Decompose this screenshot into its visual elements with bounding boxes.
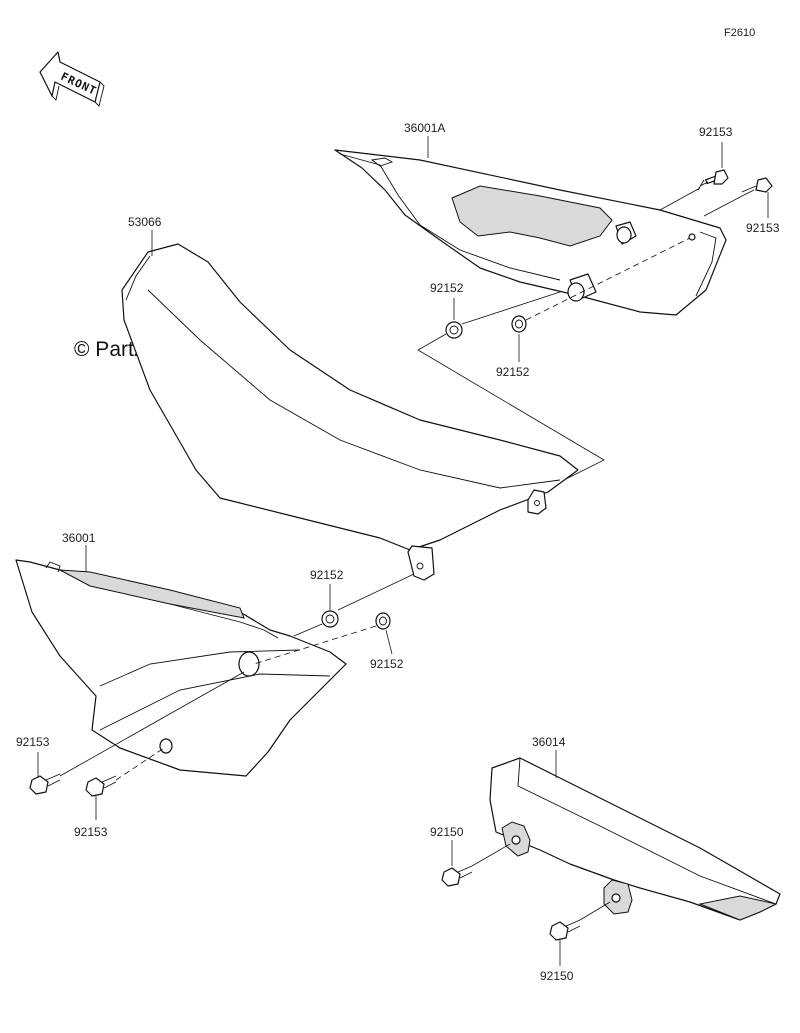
grommet-icon (445, 321, 463, 339)
bolt-icon (741, 177, 773, 197)
part-number-bolt-left-a: 92153 (16, 735, 50, 749)
bolt-icon (29, 773, 61, 795)
part-number-bolt-top: 92153 (699, 125, 733, 139)
part-number-chain-bolt-a: 92150 (430, 825, 464, 839)
bolt-icon (697, 169, 729, 191)
part-number-grommet-a: 92152 (430, 281, 464, 295)
part-number-chain-guard: 36014 (532, 735, 566, 749)
boss-top (615, 221, 637, 245)
seat (121, 243, 579, 581)
part-number-grommet-b: 92152 (496, 365, 530, 379)
part-number-grommet-d: 92152 (370, 657, 404, 671)
grommet-icon (511, 315, 527, 333)
part-number-bolt-right: 92153 (746, 221, 780, 235)
figure-id: F2610 (724, 27, 755, 39)
bolt-icon (549, 919, 581, 941)
right-side-cover (334, 149, 727, 316)
part-number-seat: 53066 (128, 215, 162, 229)
part-number-chain-bolt-b: 92150 (540, 969, 574, 983)
part-number-right-cover: 36001A (404, 121, 445, 135)
part-number-bolt-left-b: 92153 (74, 825, 108, 839)
part-number-left-cover: 36001 (62, 531, 96, 545)
front-arrow-icon: FRONT (39, 51, 105, 107)
boss-bottom (567, 273, 597, 302)
grommet-icon (321, 610, 339, 628)
left-side-cover (15, 559, 347, 777)
bolt-icon (85, 775, 117, 797)
chain-guard (489, 757, 781, 921)
grommet-icon (375, 612, 391, 630)
bolt-icon (441, 865, 473, 887)
part-number-grommet-c: 92152 (310, 568, 344, 582)
